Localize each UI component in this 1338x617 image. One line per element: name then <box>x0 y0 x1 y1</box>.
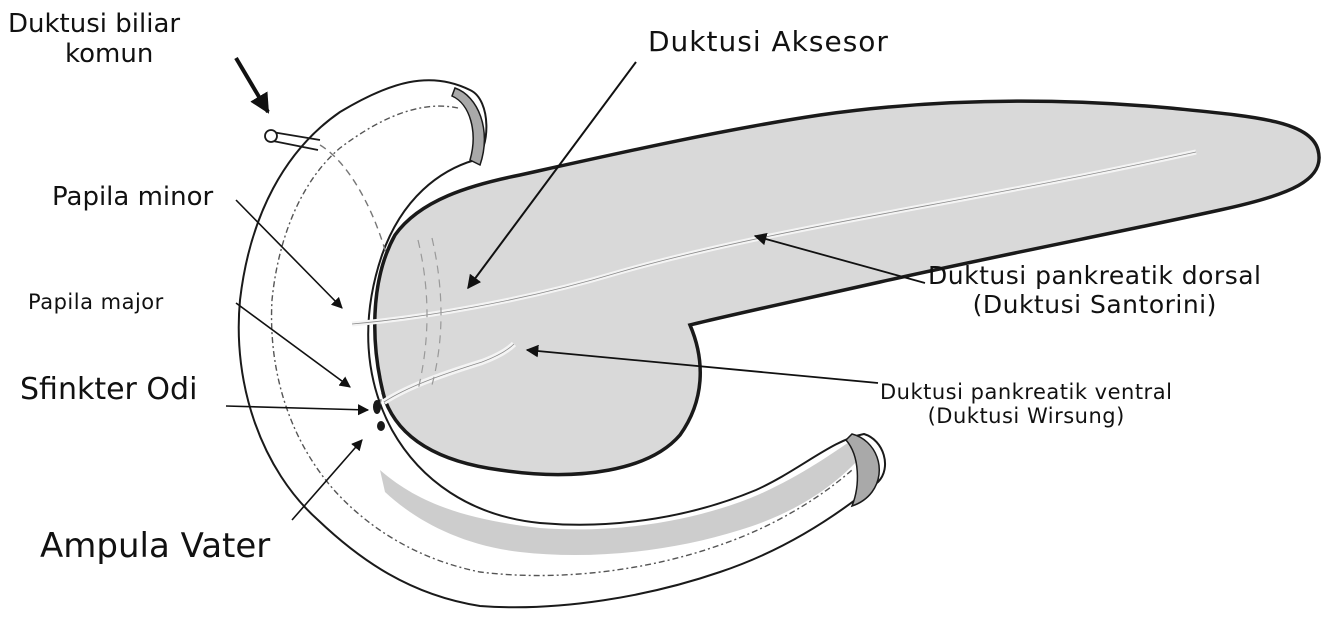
label-common-bile-duct-line1: Duktusi biliar <box>8 10 180 40</box>
label-common-bile-duct-line2: komun <box>8 40 180 70</box>
label-dorsal-duct-line1: Duktusi pankreatik dorsal <box>928 262 1261 291</box>
label-minor-papilla: Papila minor <box>52 183 213 213</box>
label-ampulla-vater: Ampula Vater <box>40 527 270 566</box>
label-ventral-duct-line1: Duktusi pankreatik ventral <box>880 380 1172 404</box>
arrow-common-bile-duct <box>236 58 268 112</box>
label-ventral-duct: Duktusi pankreatik ventral (Duktusi Wirs… <box>880 380 1172 428</box>
label-common-bile-duct: Duktusi biliar komun <box>8 10 180 70</box>
label-sphincter-oddi: Sfinkter Odi <box>20 373 197 408</box>
ampulla-mark <box>377 421 385 431</box>
sphincter-oddi-mark <box>373 400 381 414</box>
bile-duct-opening <box>265 130 277 142</box>
label-accessory-duct: Duktusi Aksesor <box>648 26 889 58</box>
label-ventral-duct-line2: (Duktusi Wirsung) <box>880 404 1172 428</box>
label-dorsal-duct-line2: (Duktusi Santorini) <box>928 291 1261 320</box>
label-major-papilla: Papila major <box>28 290 164 314</box>
label-dorsal-duct: Duktusi pankreatik dorsal (Duktusi Santo… <box>928 262 1261 320</box>
